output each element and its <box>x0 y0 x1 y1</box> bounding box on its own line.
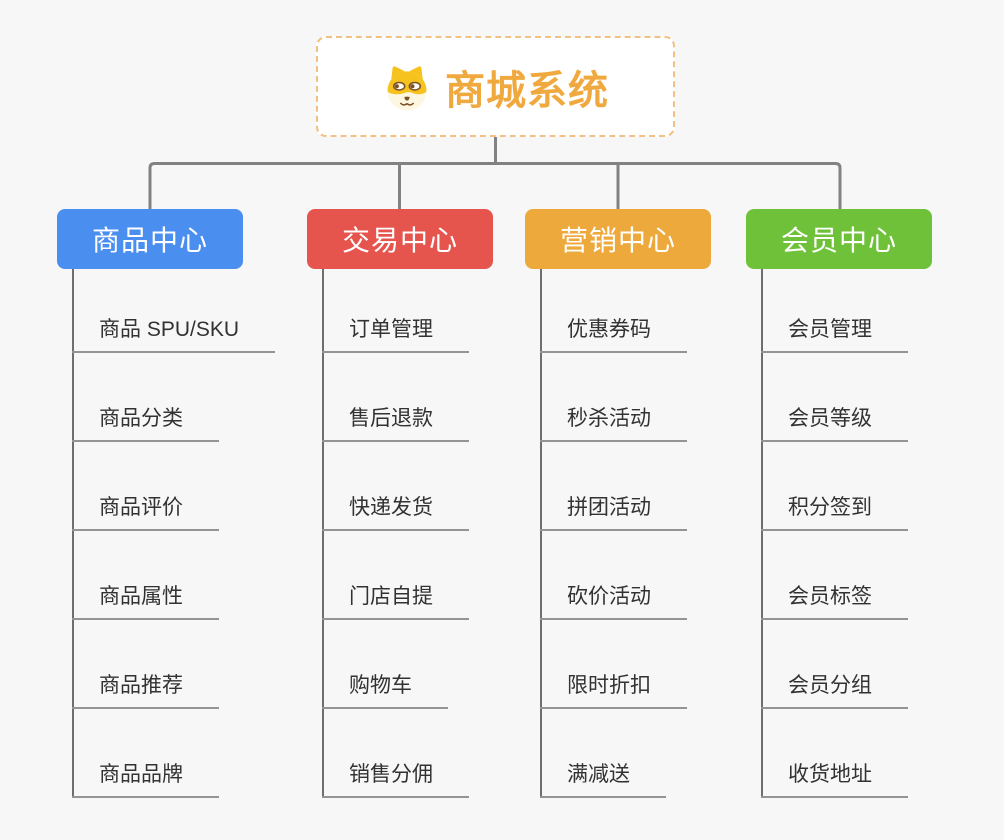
item-row: 限时折扣 <box>540 620 687 709</box>
item-row: 商品属性 <box>72 531 219 620</box>
item-row: 销售分佣 <box>322 709 469 798</box>
item-row: 商品评价 <box>72 442 219 531</box>
root-title: 商城系统 <box>445 68 609 113</box>
branch-node-member-center[interactable]: 会员中心 <box>746 209 932 269</box>
item-row: 会员等级 <box>761 353 908 442</box>
item-row: 售后退款 <box>322 353 469 442</box>
branch-label: 营销中心 <box>559 225 676 256</box>
leaf-item[interactable]: 秒杀活动 <box>540 402 687 442</box>
branch-node-marketing-center[interactable]: 营销中心 <box>525 209 711 269</box>
shiba-dog-icon <box>387 65 427 110</box>
item-row: 订单管理 <box>322 269 469 353</box>
item-row: 优惠券码 <box>540 269 687 353</box>
item-column-marketing-center: 优惠券码 秒杀活动 拼团活动 砍价活动 限时折扣 满减送 <box>540 269 687 798</box>
item-row: 门店自提 <box>322 531 469 620</box>
leaf-item[interactable]: 订单管理 <box>322 313 469 353</box>
leaf-item[interactable]: 会员管理 <box>761 313 908 353</box>
item-row: 会员管理 <box>761 269 908 353</box>
leaf-item[interactable]: 会员标签 <box>761 580 908 620</box>
item-row: 砍价活动 <box>540 531 687 620</box>
item-row: 满减送 <box>540 709 666 798</box>
leaf-item[interactable]: 限时折扣 <box>540 669 687 709</box>
leaf-item[interactable]: 收货地址 <box>761 758 908 798</box>
leaf-item[interactable]: 会员等级 <box>761 402 908 442</box>
item-row: 会员标签 <box>761 531 908 620</box>
leaf-item[interactable]: 商品推荐 <box>72 669 219 709</box>
leaf-item[interactable]: 销售分佣 <box>322 758 469 798</box>
leaf-item[interactable]: 商品品牌 <box>72 758 219 798</box>
branch-node-trade-center[interactable]: 交易中心 <box>307 209 493 269</box>
leaf-item[interactable]: 拼团活动 <box>540 491 687 531</box>
leaf-item[interactable]: 会员分组 <box>761 669 908 709</box>
leaf-item[interactable]: 商品 SPU/SKU <box>72 313 276 353</box>
leaf-item[interactable]: 砍价活动 <box>540 580 687 620</box>
branch-node-product-center[interactable]: 商品中心 <box>57 209 243 269</box>
item-row: 拼团活动 <box>540 442 687 531</box>
item-column-trade-center: 订单管理 售后退款 快递发货 门店自提 购物车 销售分佣 <box>322 269 469 798</box>
leaf-item[interactable]: 积分签到 <box>761 491 908 531</box>
leaf-item[interactable]: 满减送 <box>540 758 666 798</box>
leaf-item[interactable]: 商品分类 <box>72 402 219 442</box>
item-row: 购物车 <box>322 620 448 709</box>
item-row: 秒杀活动 <box>540 353 687 442</box>
leaf-item[interactable]: 优惠券码 <box>540 313 687 353</box>
root-to-branches-connector <box>148 137 842 209</box>
leaf-item[interactable]: 售后退款 <box>322 402 469 442</box>
leaf-item[interactable]: 商品属性 <box>72 580 219 620</box>
item-row: 商品推荐 <box>72 620 219 709</box>
item-row: 收货地址 <box>761 709 908 798</box>
branch-label: 交易中心 <box>341 225 458 256</box>
item-row: 商品分类 <box>72 353 219 442</box>
leaf-item[interactable]: 购物车 <box>322 669 448 709</box>
root-node[interactable]: 商城系统 <box>316 36 675 137</box>
leaf-item[interactable]: 门店自提 <box>322 580 469 620</box>
item-row: 商品品牌 <box>72 709 219 798</box>
item-column-product-center: 商品 SPU/SKU 商品分类 商品评价 商品属性 商品推荐 商品品牌 <box>72 269 276 798</box>
branch-label: 会员中心 <box>780 225 897 256</box>
item-row: 积分签到 <box>761 442 908 531</box>
item-row: 会员分组 <box>761 620 908 709</box>
leaf-item[interactable]: 商品评价 <box>72 491 219 531</box>
item-row: 商品 SPU/SKU <box>72 269 276 353</box>
leaf-item[interactable]: 快递发货 <box>322 491 469 531</box>
item-column-member-center: 会员管理 会员等级 积分签到 会员标签 会员分组 收货地址 <box>761 269 908 798</box>
item-row: 快递发货 <box>322 442 469 531</box>
branch-label: 商品中心 <box>91 225 208 256</box>
